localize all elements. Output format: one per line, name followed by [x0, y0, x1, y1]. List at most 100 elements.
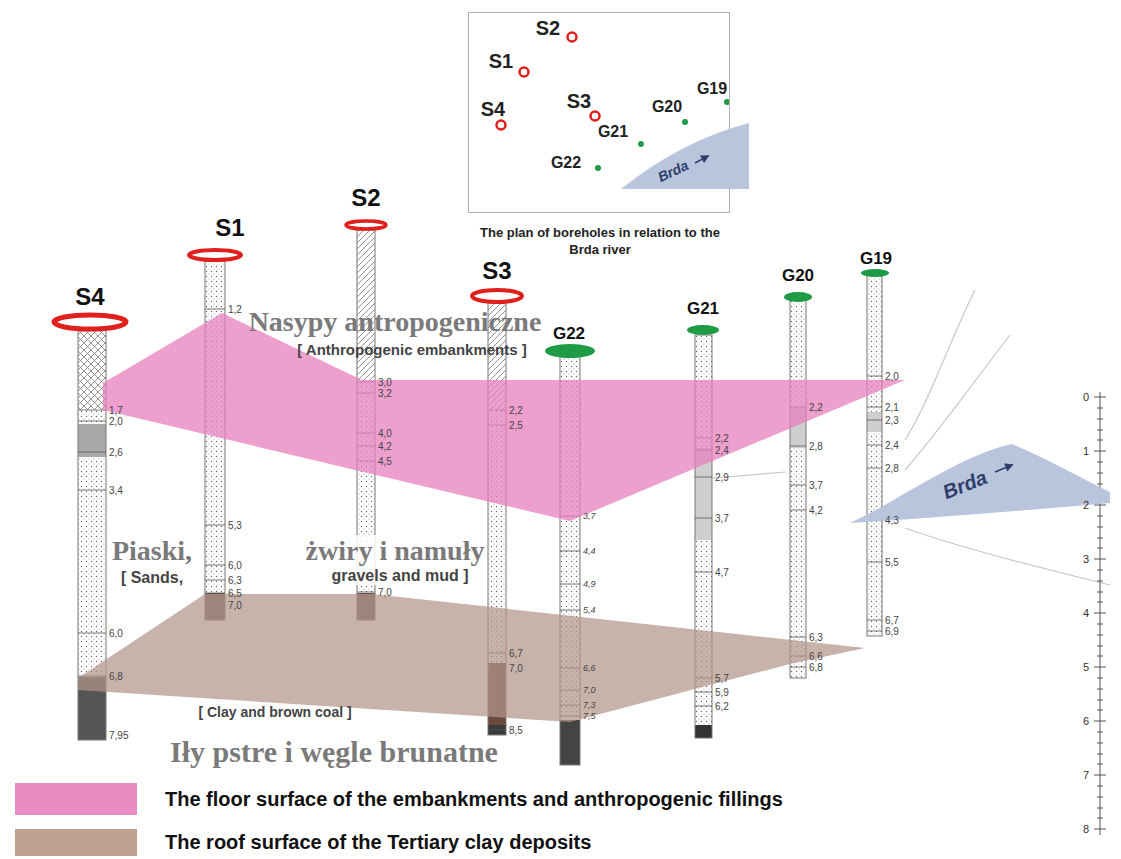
depth-value: 6,3: [809, 632, 823, 643]
plan-dot: [595, 165, 601, 171]
shape-outline: [621, 123, 749, 189]
depth-value: 7,0: [509, 663, 523, 674]
depth-value: 5,4: [583, 605, 596, 615]
borehole-dot: [784, 292, 812, 302]
depth-value: 1,2: [228, 304, 242, 315]
depth-value: 5,9: [715, 687, 729, 698]
depth-value: 2,2: [715, 433, 729, 444]
section-line: [905, 290, 975, 440]
borehole-dot: [545, 344, 595, 358]
scale-value: 6: [1083, 715, 1089, 727]
scale-value: 4: [1083, 607, 1089, 619]
layer-translation: [ Anthropogenic embankments ]: [297, 341, 526, 358]
borehole-name: G22: [551, 154, 581, 172]
depth-value: 2,4: [885, 440, 899, 451]
plan-borehole: G22: [547, 152, 586, 174]
mud-layer: [867, 412, 882, 432]
legend-text: The roof surface of the Tertiary clay de…: [165, 831, 591, 854]
depth-value: 2,6: [109, 447, 123, 458]
borehole-heads: [54, 221, 889, 358]
scale-value: 8: [1083, 823, 1089, 835]
clay-layer: [695, 725, 712, 738]
borehole-column: G19: [867, 275, 882, 636]
borehole-column: [867, 275, 882, 636]
depth-value: 2,2: [509, 405, 523, 416]
borehole-name: S1: [489, 50, 513, 73]
clay-surface: [ Clay and brown coal ] Iły pstre i węgle…: [78, 590, 868, 770]
layer-name: żwiry i namuły: [304, 535, 487, 567]
depth-value: 2,4: [715, 445, 729, 456]
depth-value: 5,3: [228, 520, 242, 531]
depth-value: 6,5: [228, 588, 242, 599]
depth-value: 3,7: [583, 511, 596, 521]
depth-value: 2,9: [715, 472, 729, 483]
depth-value: 6,0: [228, 560, 242, 571]
column-outline: [867, 275, 882, 636]
depth-value: 3,7: [809, 480, 823, 491]
depth-value: 4,4: [583, 546, 596, 556]
plan-borehole: S4: [477, 96, 510, 123]
borehole-ring: [189, 250, 241, 260]
borehole-name: G20: [652, 98, 682, 116]
shape-group: [850, 444, 1110, 523]
depth-value: 6,8: [809, 662, 823, 673]
depth-value: 4,3: [885, 515, 899, 526]
plan-dot: [638, 141, 644, 147]
plan-borehole: G20: [648, 96, 687, 118]
layer-name: Piaski,: [110, 535, 194, 567]
layer-name: Nasypy antropogeniczne: [249, 306, 542, 338]
borehole-ring: [54, 315, 126, 329]
legend-text: The floor surface of the embankments and…: [165, 788, 783, 811]
embankment-surface: Nasypy antropogeniczne [ Anthropogenic em…: [100, 300, 910, 525]
depth-value: 2,8: [885, 463, 899, 474]
depth-value: 4,2: [378, 441, 392, 452]
depth-value: 7,0: [583, 685, 596, 695]
shape-group: [103, 313, 905, 521]
clay-layer: [560, 720, 580, 765]
depth-value: 6,8: [109, 671, 123, 682]
plan-ring: [520, 68, 529, 77]
depth-value: 8,5: [509, 725, 523, 736]
borehole-column: [790, 300, 806, 678]
plan-dot: [682, 119, 688, 125]
sand-layer: [867, 432, 882, 636]
layer-name: Iły pstre i węgle brunatne: [170, 735, 498, 769]
river-shape: Brda: [621, 123, 749, 189]
depth-value: 4,7: [715, 567, 729, 578]
depth-value: 7,5: [583, 711, 596, 721]
depth-value: 6,7: [885, 615, 899, 626]
depth-value: 4,9: [583, 579, 596, 589]
depth-value: 2,8: [809, 441, 823, 452]
borehole-name: S2: [351, 184, 380, 212]
borehole-name: G19: [697, 80, 727, 98]
shape-group: [78, 594, 865, 722]
scale-value: 5: [1083, 661, 1089, 673]
depth-value: 3,7: [715, 513, 729, 524]
plan-borehole: G19: [693, 78, 732, 100]
borehole-name: S3: [567, 90, 591, 113]
depth-value: 2,0: [885, 371, 899, 382]
borehole-dot: [861, 269, 889, 277]
borehole-name: S2: [536, 17, 560, 40]
layer-translation: [ Clay and brown coal ]: [198, 704, 351, 720]
scale-value: 1: [1083, 445, 1089, 457]
depth-value: 2,3: [885, 415, 899, 426]
depth-value: 1,7: [109, 405, 123, 416]
depth-ticks: [790, 407, 806, 667]
plan-borehole: G21: [594, 121, 633, 143]
depth-value: 3,2: [378, 388, 392, 399]
depth-value: 3,0: [378, 377, 392, 388]
scale-value: 2: [1083, 499, 1089, 511]
depth-value: 7,3: [583, 700, 596, 710]
legend-swatch: [15, 783, 137, 815]
depth-value: 4,2: [809, 505, 823, 516]
depth-value: 7,95: [109, 730, 128, 741]
depth-value: 4,0: [378, 428, 392, 439]
depth-value: 7,0: [228, 600, 242, 611]
depth-value: 5,7: [715, 673, 729, 684]
flow-arrow: [695, 156, 708, 163]
scale-value: 0: [1083, 391, 1089, 403]
section-line: [905, 528, 1110, 585]
depth-value: 7,0: [378, 587, 392, 598]
river-shape: Brda: [850, 440, 1112, 526]
